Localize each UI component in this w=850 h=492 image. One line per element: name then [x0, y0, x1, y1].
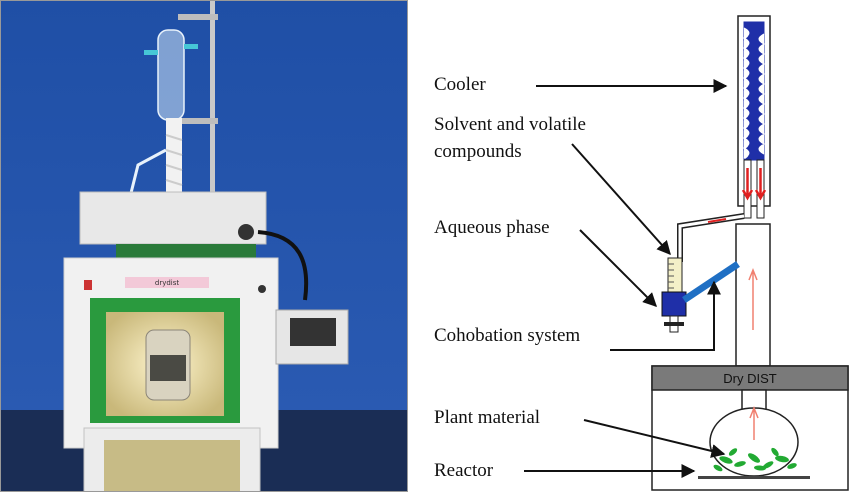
collector-gradations [668, 263, 674, 289]
schematic-diagram: Dry DIST [524, 15, 849, 491]
side-arm-flow [707, 218, 727, 223]
glass-condenser [157, 29, 185, 121]
label-cohobation-system: Cohobation system [434, 325, 581, 346]
condensate-arrow-left [741, 168, 754, 201]
stand-clamp-top [178, 14, 218, 20]
label-solvent-line1: Solvent and volatile [434, 114, 586, 135]
label-aqueous-phase: Aqueous phase [434, 217, 550, 238]
cooler-coil-right [758, 33, 766, 155]
oven-top-plate [116, 244, 256, 258]
oven-door-window [104, 440, 240, 492]
reactor-vapor-arrow [749, 405, 759, 440]
stand-rod [210, 0, 215, 262]
keypad-screen [290, 318, 336, 346]
cooler-coil-left [742, 27, 750, 159]
label-reactor: Reactor [434, 460, 494, 481]
collector-stopcock [664, 322, 684, 326]
collector-aqueous [661, 291, 687, 317]
side-arm-tube [677, 213, 745, 262]
label-plant-material: Plant material [434, 407, 541, 428]
arrow-plant [583, 419, 726, 458]
drydist-header [651, 365, 849, 391]
oven-panel-label: drydist [155, 279, 179, 287]
reactor-base-plate [698, 476, 810, 479]
arrow-solvent [571, 143, 671, 256]
label-cooler: Cooler [434, 74, 486, 95]
oven-switch [84, 280, 92, 290]
cohobation-tube [682, 261, 740, 303]
arrow-aqueous [579, 229, 657, 307]
oven-control-knob [238, 224, 254, 240]
vapor-arrow-column [748, 267, 758, 330]
glass-connector-left [144, 50, 158, 55]
reactor-content [150, 355, 186, 381]
power-cable [257, 230, 309, 301]
oven-top-unit [79, 191, 267, 245]
apparatus-photo: drydist [0, 0, 408, 492]
condensate-arrow-right [754, 168, 767, 201]
plant-material-particles [713, 447, 797, 472]
oven-indicator [258, 285, 266, 293]
stand-clamp-mid [178, 118, 218, 124]
arrow-cohobation [610, 280, 721, 351]
oven-display-panel [125, 277, 209, 288]
label-solvent-line2: compounds [434, 141, 522, 162]
drydist-label: Dry DIST [723, 371, 777, 386]
glass-connector-right [184, 44, 198, 49]
